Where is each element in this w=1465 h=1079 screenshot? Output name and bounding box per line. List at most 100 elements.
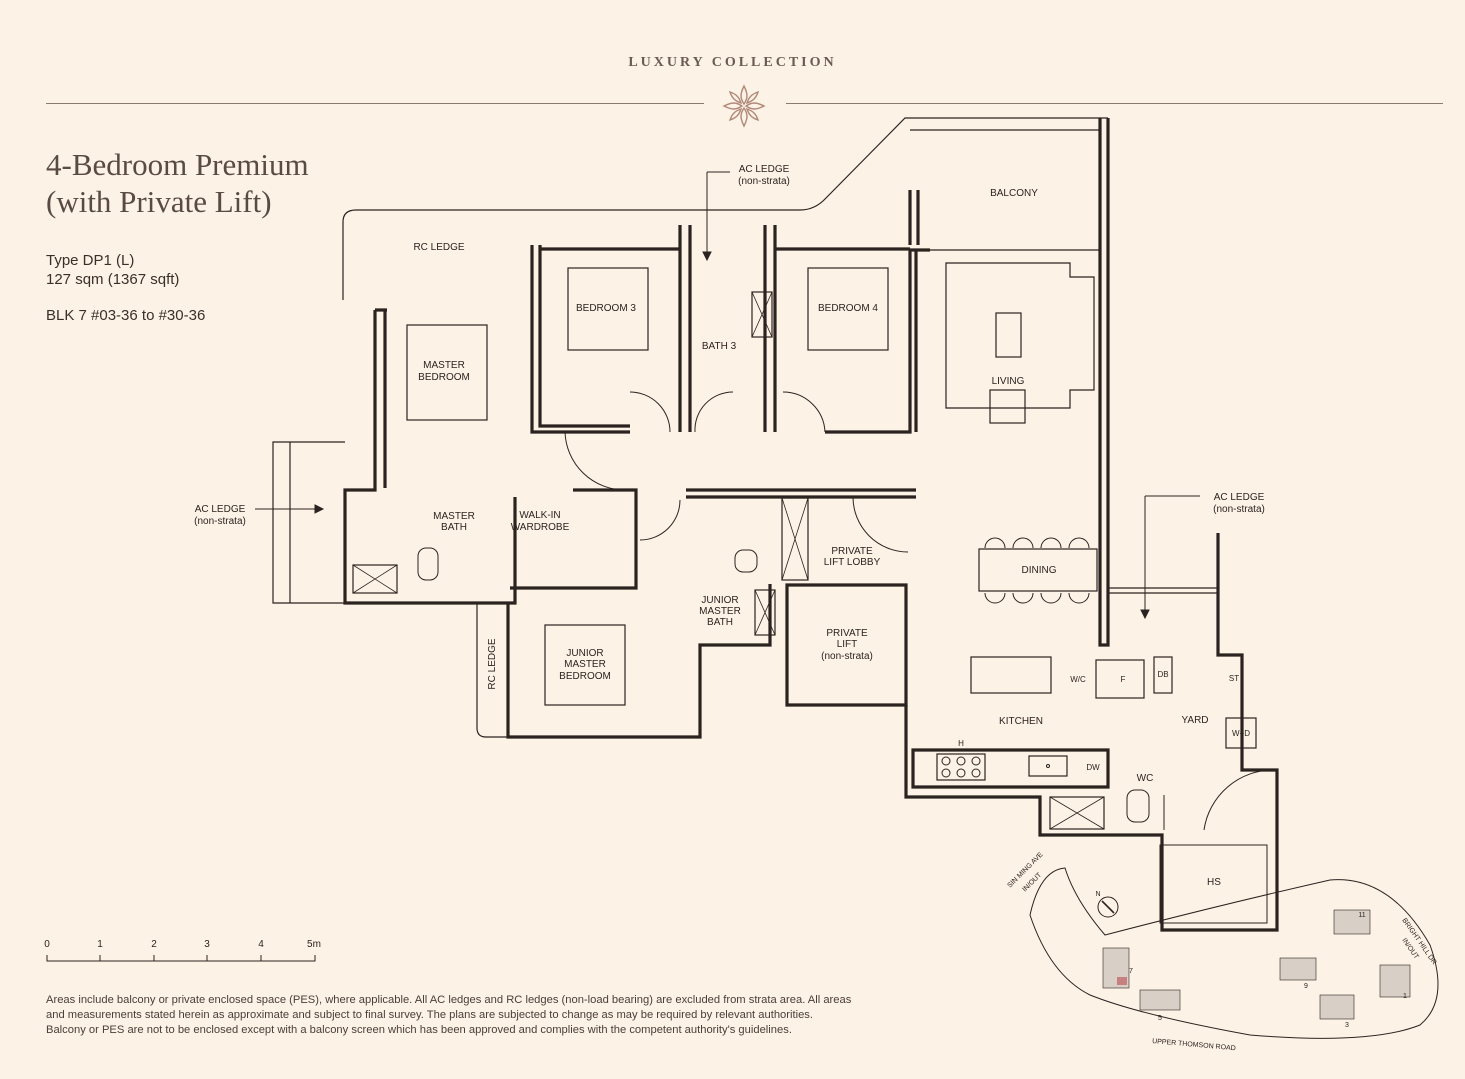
- kitchen-counter: [970, 656, 1052, 694]
- header-rule-right: [786, 103, 1443, 104]
- master-bed: [406, 324, 488, 421]
- door-walkin: [639, 499, 681, 541]
- label-walk-in-2: WARDROBE: [511, 522, 570, 533]
- brand-title: LUXURY COLLECTION: [628, 55, 837, 70]
- wall-master: [343, 310, 517, 605]
- scale-label-1: 1: [97, 939, 103, 950]
- label-junior-bed-2: MASTER: [564, 659, 606, 670]
- label-ac-ledge-right: AC LEDGE: [1214, 492, 1265, 503]
- ac-ledge-left-outline: [272, 441, 345, 604]
- unit-area: 127 sqm (1367 sqft): [46, 271, 180, 288]
- label-master-bedroom-2: BEDROOM: [418, 372, 470, 383]
- door-bed3: [629, 391, 671, 433]
- label-wc-fixture: W/C: [1070, 675, 1086, 684]
- label-living: LIVING: [992, 376, 1025, 387]
- label-junior-bath-3: BATH: [707, 617, 733, 628]
- label-ac-ledge-left: AC LEDGE: [195, 504, 246, 515]
- label-lift-1: PRIVATE: [826, 628, 868, 639]
- wall-corridor: [686, 488, 916, 499]
- label-master-bath-1: MASTER: [433, 511, 475, 522]
- label-lift-2: LIFT: [837, 639, 858, 650]
- label-ac-ledge-right-sub: (non-strata): [1213, 504, 1265, 515]
- block-label-7: 7: [1129, 968, 1133, 975]
- master-shower: [352, 564, 398, 594]
- label-lobby-2: LIFT LOBBY: [824, 557, 881, 568]
- wall-living-west: [908, 190, 930, 252]
- label-master-bath-2: BATH: [441, 522, 467, 533]
- door-bath3: [694, 391, 734, 433]
- living-sofa: [945, 262, 1095, 409]
- road-upper-thomson: UPPER THOMSON ROAD: [1152, 1038, 1236, 1052]
- wall-walkin: [510, 488, 638, 590]
- wall-kitchen: [904, 705, 1279, 932]
- wall-junior: [506, 584, 772, 739]
- label-junior-bath-2: MASTER: [699, 606, 741, 617]
- rc-ledge-left-outline: [476, 603, 508, 738]
- rc-ledge-outline: [342, 117, 1108, 300]
- bath3-shower: [751, 291, 773, 338]
- living-table: [995, 312, 1022, 358]
- unit-blocks: BLK 7 #03-36 to #30-36: [46, 307, 206, 324]
- site-highlight: [1117, 977, 1127, 985]
- label-wd: W+D: [1232, 729, 1250, 738]
- header-rule-left: [46, 103, 704, 104]
- label-master-bedroom-1: MASTER: [423, 360, 465, 371]
- label-bedroom3: BEDROOM 3: [576, 303, 636, 314]
- label-ac-ledge-top: AC LEDGE: [739, 164, 790, 175]
- north-label: N: [1095, 891, 1100, 898]
- bed4: [807, 267, 889, 351]
- label-hob: H: [958, 739, 964, 748]
- wall-living-east: [1098, 118, 1110, 647]
- db-box: [1153, 656, 1173, 694]
- label-st: ST: [1229, 674, 1239, 683]
- block-label-1: 1: [1403, 993, 1407, 1000]
- label-rc-ledge-top: RC LEDGE: [413, 242, 464, 253]
- label-hs: HS: [1207, 877, 1221, 888]
- yard-shaft: [1049, 796, 1105, 830]
- label-rc-ledge-left: RC LEDGE: [487, 638, 498, 689]
- label-wc: WC: [1137, 773, 1154, 784]
- label-kitchen: KITCHEN: [999, 716, 1043, 727]
- label-bedroom4: BEDROOM 4: [818, 303, 878, 314]
- door-master: [564, 431, 626, 491]
- label-lift-3: (non-strata): [821, 651, 873, 662]
- bed3: [567, 267, 649, 351]
- north-compass-icon: [1097, 896, 1119, 918]
- wall-bedroom4: [776, 247, 918, 434]
- wall-bath3: [678, 225, 777, 432]
- unit-title: 4-Bedroom Premium (with Private Lift): [46, 146, 309, 220]
- label-dw: DW: [1086, 763, 1100, 772]
- living-chair: [989, 389, 1026, 424]
- fridge-box: [1095, 659, 1145, 699]
- scale-label-2: 2: [151, 939, 157, 950]
- block-label-3: 3: [1345, 1022, 1349, 1029]
- label-ac-ledge-top-sub: (non-strata): [738, 176, 790, 187]
- unit-title-line1: 4-Bedroom Premium: [46, 147, 309, 182]
- label-bath3: BATH 3: [702, 341, 737, 352]
- block-label-11: 11: [1358, 912, 1365, 919]
- door-yard: [1203, 769, 1275, 831]
- junior-bed: [544, 624, 626, 706]
- label-ac-ledge-left-sub: (non-strata): [194, 516, 246, 527]
- door-bed4: [782, 391, 826, 433]
- wall-bedroom3: [530, 245, 680, 434]
- block-label-9: 9: [1304, 983, 1308, 990]
- junior-shower: [754, 589, 776, 636]
- scale-label-0: 0: [44, 939, 50, 950]
- disclaimer-line1: Areas include balcony or private enclose…: [46, 994, 852, 1006]
- label-lobby-1: PRIVATE: [831, 546, 873, 557]
- crest-icon: [722, 84, 766, 128]
- disclaimer-line3: Balcony or PES are not to be enclosed ex…: [46, 1024, 792, 1036]
- scale-bar: 0 1 2 3 4 5m: [44, 939, 321, 962]
- label-fridge: F: [1121, 675, 1126, 684]
- disclaimer: Areas include balcony or private enclose…: [46, 993, 1076, 1038]
- hob-box: [936, 753, 986, 781]
- label-walk-in-1: WALK-IN: [519, 510, 560, 521]
- scale-label-5: 5m: [307, 939, 321, 950]
- label-yard: YARD: [1181, 715, 1208, 726]
- label-junior-bed-3: BEDROOM: [559, 671, 611, 682]
- wall-master-top: [375, 308, 387, 488]
- disclaimer-line2: and measurements stated herein as approx…: [46, 1009, 813, 1021]
- unit-title-line2: (with Private Lift): [46, 184, 272, 219]
